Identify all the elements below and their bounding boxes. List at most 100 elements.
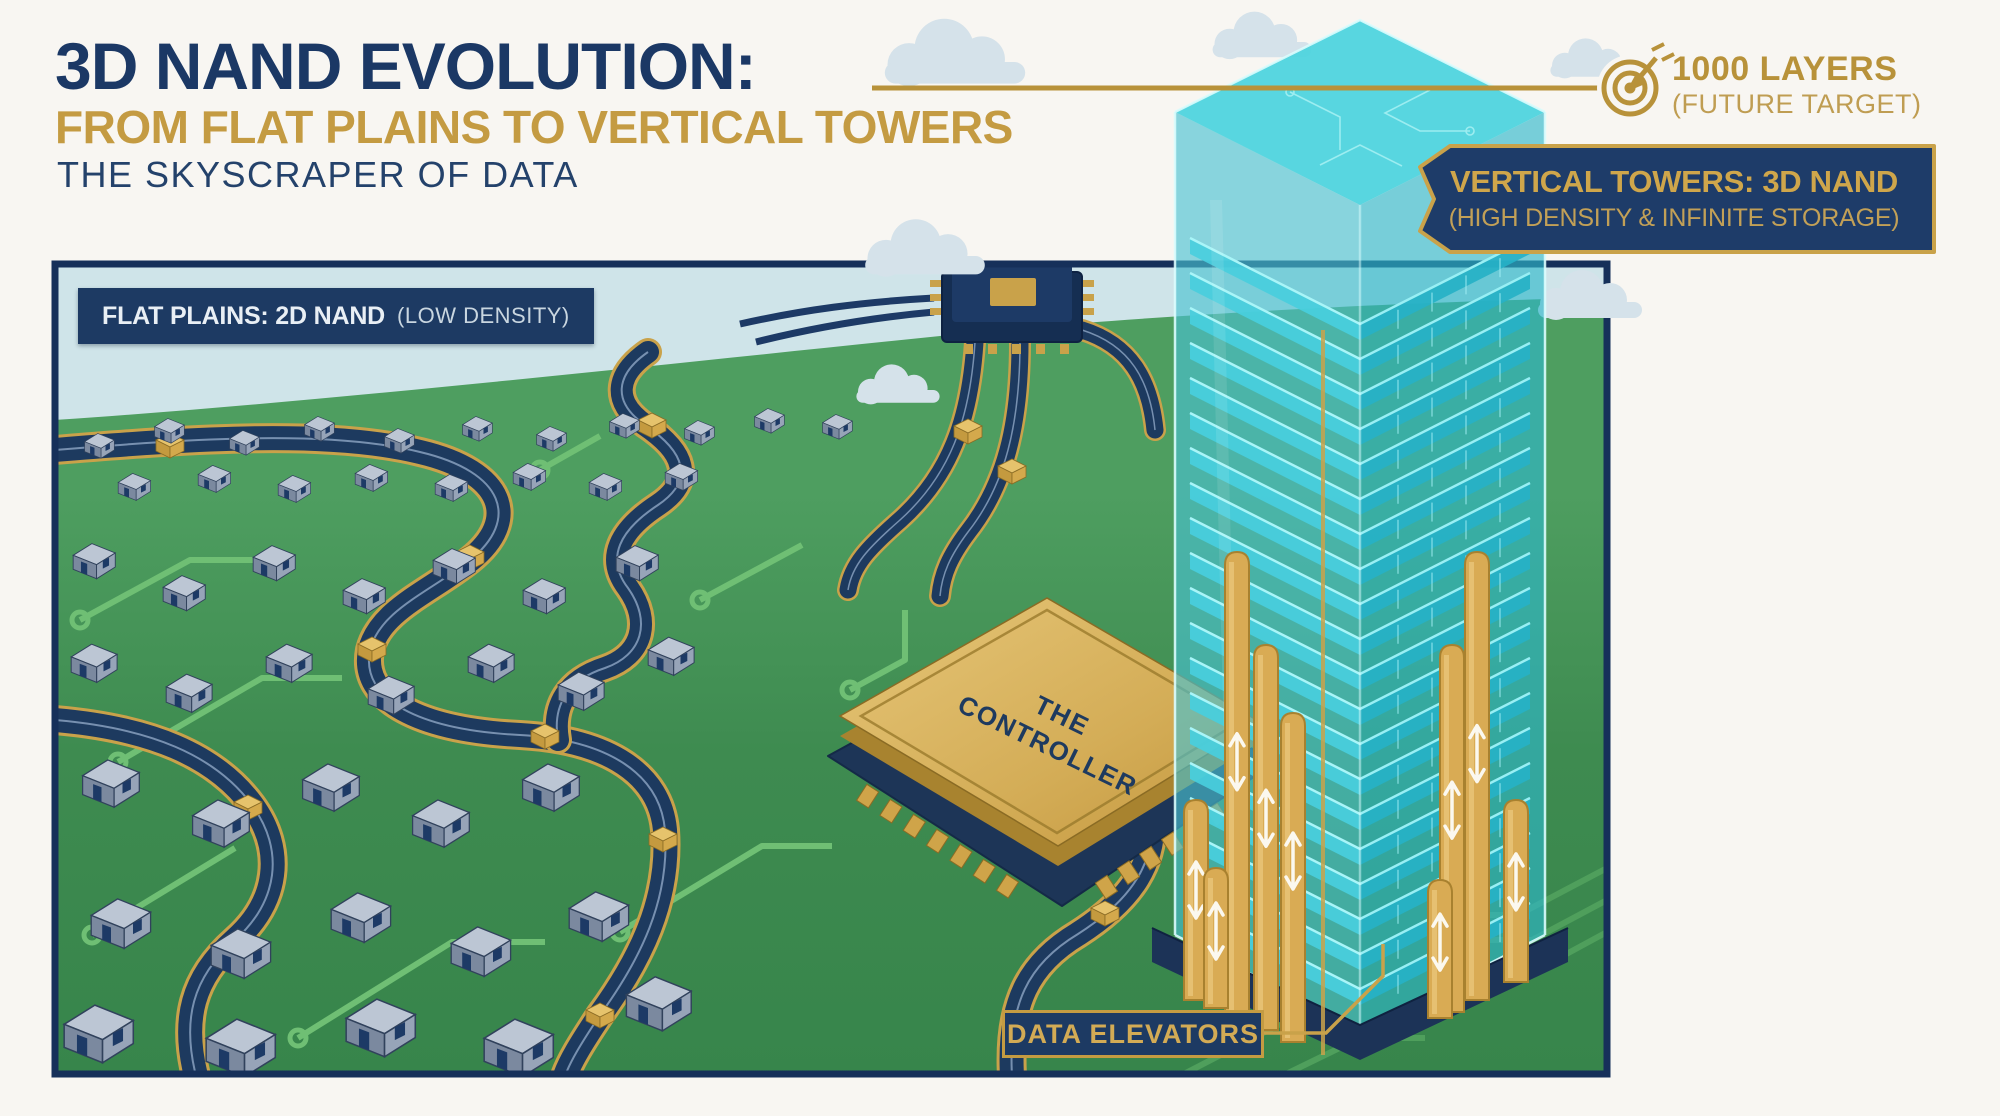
- elevator-rod: [1321, 330, 1325, 1055]
- tower-layer: [1190, 378, 1360, 480]
- circuit-pad: [839, 679, 861, 701]
- data-packet: [953, 418, 983, 445]
- future-target-value: 1000 LAYERS: [1672, 50, 1898, 88]
- circuit-trace: [296, 939, 545, 1041]
- tower-layer: [1360, 483, 1530, 585]
- tower-layer-edge: [1189, 271, 1531, 361]
- circuit-trace: [538, 433, 602, 473]
- flat-plains-badge-bold: FLAT PLAINS: 2D NAND: [102, 301, 386, 330]
- tower-layer-edge: [1189, 446, 1531, 536]
- road-centerline: [939, 341, 1021, 597]
- tower-layer: [1360, 413, 1530, 515]
- tube-highlight: [1508, 810, 1513, 978]
- up-down-arrow-icon: [1207, 901, 1225, 961]
- circuit-pad: [69, 609, 91, 631]
- controller-pin: [1138, 845, 1163, 871]
- data-elevators-text: DATA ELEVATORS: [1006, 1018, 1259, 1049]
- up-down-arrow-icon: [1468, 723, 1486, 784]
- cloud: [865, 219, 985, 277]
- memory-chip: [739, 267, 1094, 354]
- tube-highlight: [1432, 890, 1437, 1014]
- illustration-frame: [51, 260, 1611, 1078]
- data-packet: [648, 826, 678, 853]
- up-down-arrow-icon: [1187, 860, 1205, 920]
- tower-layer: [1190, 308, 1360, 410]
- controller-pin: [925, 828, 950, 854]
- tower-layer: [1360, 273, 1530, 375]
- page-subtitle: FROM FLAT PLAINS TO VERTICAL TOWERS: [55, 101, 1013, 153]
- flat-plains-badge-light: (LOW DENSITY): [397, 303, 570, 328]
- up-down-arrow-icon: [1257, 788, 1275, 848]
- circuit-trace: [848, 610, 908, 693]
- controller-chip: [827, 597, 1277, 907]
- cloud: [884, 18, 1026, 87]
- road-centerline: [1081, 329, 1156, 431]
- data-elevator-tubes: [1183, 550, 1529, 1043]
- tower-layer: [1360, 448, 1530, 550]
- tube-highlight: [1469, 562, 1474, 996]
- up-down-arrow-icon: [1507, 852, 1525, 912]
- controller-pin: [995, 873, 1020, 899]
- vertical-towers-banner-bold: VERTICAL TOWERS: 3D NAND: [1449, 164, 1899, 200]
- circuit-trace: [698, 542, 804, 603]
- flat-plains-badge: FLAT PLAINS: 2D NAND (LOW DENSITY): [78, 288, 594, 344]
- up-down-arrow-icon: [1284, 831, 1302, 891]
- tower-layer: [1360, 378, 1530, 480]
- tower-layer: [1190, 343, 1360, 445]
- tube-highlight: [1229, 562, 1234, 1014]
- data-packet: [1090, 900, 1120, 927]
- future-target-caption: (FUTURE TARGET): [1672, 89, 1922, 120]
- controller-pin: [855, 783, 880, 809]
- data-elevators-connector: [1264, 944, 1385, 1035]
- tube-highlight: [1188, 810, 1193, 996]
- up-down-arrow-icon: [1228, 731, 1246, 792]
- tower-layer: [1190, 273, 1360, 375]
- tower-layer: [1360, 343, 1530, 445]
- up-down-arrow-icon: [1443, 780, 1461, 840]
- road-centerline: [555, 351, 682, 741]
- nand-tower: [1151, 18, 1569, 1060]
- data-packet: [530, 723, 560, 750]
- future-target-marker: [872, 42, 1675, 121]
- tower-top-circuits: [1285, 87, 1475, 167]
- tower-layer: [1190, 413, 1360, 515]
- tower-layer-edge: [1189, 516, 1531, 606]
- road-centerline: [847, 341, 976, 591]
- data-elevators-label: DATA ELEVATORS: [1002, 1010, 1264, 1058]
- tower-layer-edge: [1189, 481, 1531, 571]
- page-title: 3D NAND EVOLUTION:: [55, 29, 757, 103]
- data-packet: [585, 1002, 615, 1029]
- tower-layer: [1190, 518, 1360, 620]
- tower-layer: [1190, 483, 1360, 585]
- controller-pin: [972, 858, 996, 884]
- data-packet: [357, 636, 387, 663]
- tube-highlight: [1208, 878, 1213, 1004]
- future-target-label: 1000 LAYERS (FUTURE TARGET): [1672, 50, 1922, 120]
- vertical-towers-banner: VERTICAL TOWERS: 3D NAND (HIGH DENSITY &…: [1412, 142, 1936, 254]
- page-tagline: THE SKYSCRAPER OF DATA: [57, 154, 579, 195]
- circuit-pad: [689, 589, 711, 611]
- tower-layer: [1360, 308, 1530, 410]
- circuit-trace: [78, 557, 262, 623]
- tower-layer-edge: [1189, 376, 1531, 466]
- tower-layer-edge: [1189, 341, 1531, 431]
- tower-layer-edge: [1189, 411, 1531, 501]
- controller-pin: [1116, 860, 1141, 886]
- up-down-arrow-icon: [1431, 912, 1449, 972]
- controller-pin: [902, 813, 926, 839]
- vertical-towers-banner-plate: [1418, 144, 1936, 254]
- controller-pin: [879, 798, 903, 824]
- tube-highlight: [1258, 655, 1263, 1026]
- vertical-towers-banner-light: (HIGH DENSITY & INFINITE STORAGE): [1448, 203, 1900, 232]
- tower-layer-edge: [1189, 236, 1531, 326]
- tower-layer: [1360, 518, 1530, 620]
- road-centerline: [58, 719, 274, 1071]
- data-packet: [997, 458, 1027, 485]
- tower-layer: [1360, 238, 1530, 340]
- controller-pin: [949, 843, 973, 869]
- data-packet: [637, 412, 667, 439]
- controller-pin: [1094, 874, 1119, 900]
- tower-layer-edge: [1189, 306, 1531, 396]
